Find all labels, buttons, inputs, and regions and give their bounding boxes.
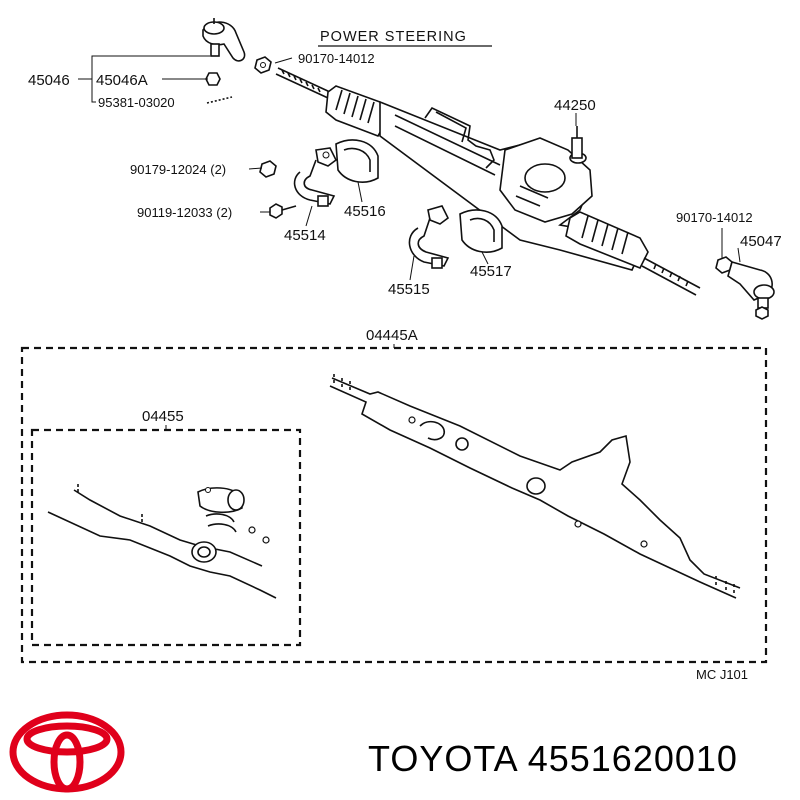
kit-box-04445A [20, 346, 768, 664]
label-04445A: 04445A [366, 327, 418, 344]
tie-rod-end-left [202, 18, 246, 104]
tie-rod-end-right [715, 256, 775, 320]
bolt-90119 [269, 203, 297, 219]
bushing-45517 [459, 209, 503, 253]
label-90170-14012-right: 90170-14012 [676, 210, 753, 225]
brand-name: TOYOTA [368, 738, 517, 779]
label-45517: 45517 [470, 263, 512, 280]
toyota-logo-icon [9, 711, 125, 793]
label-90119-12033: 90119-12033 (2) [137, 205, 232, 220]
label-45047: 45047 [740, 233, 782, 250]
rack-outline-kit [329, 374, 741, 599]
bolt-90179 [259, 160, 277, 178]
label-95381-03020: 95381-03020 [98, 95, 175, 110]
label-45046A: 45046A [96, 72, 148, 89]
steering-rack-assembly [275, 67, 701, 296]
lock-nut-left [254, 56, 272, 74]
label-90179-12024: 90179-12024 (2) [130, 162, 226, 177]
label-45515: 45515 [388, 281, 430, 298]
label-45514: 45514 [284, 227, 326, 244]
label-44250: 44250 [554, 97, 596, 114]
bushing-45516 [335, 139, 379, 183]
diagram-title: POWER STEERING [320, 29, 467, 45]
label-45046: 45046 [28, 72, 70, 89]
part-number: 4551620010 [527, 738, 738, 779]
label-45516: 45516 [344, 203, 386, 220]
leader-lines [78, 55, 741, 281]
rack-outline-sub-kit [47, 484, 277, 599]
diagram-code: MC J101 [696, 667, 748, 682]
bracket-45515 [408, 205, 450, 269]
kit-box-04455 [30, 428, 302, 647]
label-04455: 04455 [142, 408, 184, 425]
bracket-45514 [293, 147, 338, 207]
brand-part-caption: TOYOTA 4551620010 [368, 738, 738, 780]
label-90170-14012-top: 90170-14012 [298, 51, 375, 66]
